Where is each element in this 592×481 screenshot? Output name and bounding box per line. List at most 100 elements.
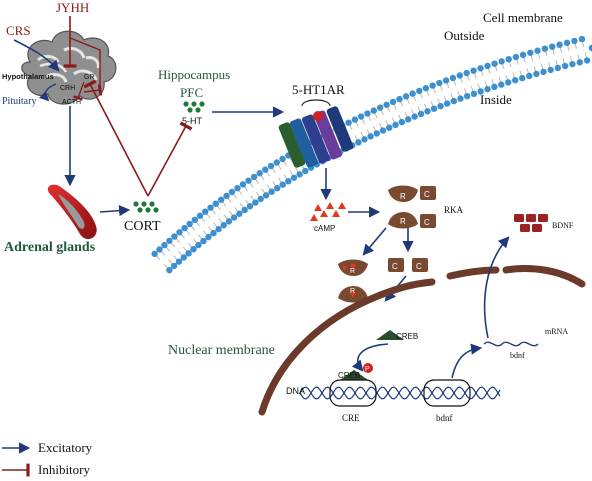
lipid-head — [519, 51, 527, 59]
adrenal-to-cort-arrow — [99, 205, 131, 217]
lipid-head — [386, 124, 393, 131]
rsub-r-top: R — [350, 268, 355, 275]
lipid-head — [409, 90, 416, 97]
camp-molecules — [310, 202, 346, 221]
pfc-label: PFC — [180, 85, 203, 100]
camp-molecule — [326, 202, 334, 209]
lipid-head — [296, 171, 303, 178]
lipid-head — [250, 173, 258, 181]
lipid-head — [195, 241, 202, 249]
lipid-head — [456, 72, 463, 79]
camp-molecule — [314, 204, 322, 211]
serotonin-molecule — [187, 107, 193, 113]
lipid-head — [364, 110, 371, 117]
lipid-head — [185, 250, 192, 257]
hypothalamus-label: Hypothalamus — [2, 72, 54, 81]
lipid-head — [549, 43, 556, 50]
lipid-head — [512, 77, 519, 84]
bdnf-mrna-label: bdnf — [510, 351, 525, 360]
creb-label: CREB — [396, 332, 418, 341]
serotonin-molecule — [191, 101, 197, 107]
pka-c-top: C — [424, 190, 430, 199]
lipid-head — [239, 181, 247, 188]
lipid-head — [571, 37, 578, 45]
receptor-label: 5-HT1AR — [292, 82, 345, 97]
lipid-head — [166, 237, 173, 244]
lipid-head — [367, 133, 374, 140]
serotonin-label: 5-HT — [182, 116, 203, 126]
mrna-label: mRNA — [545, 327, 568, 336]
cort-molecule — [153, 207, 159, 213]
crh-acth-arrow — [38, 83, 57, 102]
lipid-head — [588, 44, 592, 52]
csub-c-1: C — [392, 262, 398, 271]
lipid-head — [526, 72, 533, 80]
lipid-head — [527, 49, 534, 56]
lipid-head — [424, 108, 431, 115]
lipid-head — [257, 195, 264, 203]
lipid-head — [477, 88, 484, 95]
lipid-head — [512, 53, 520, 61]
lipid-head — [205, 233, 212, 241]
nuclear-membrane — [258, 265, 586, 416]
lipid-head — [217, 196, 225, 203]
lipid-head — [583, 57, 591, 64]
lipid-head — [498, 58, 505, 65]
lipid-head — [262, 192, 270, 199]
pka-catalytic-free — [388, 258, 428, 272]
lipid-head — [547, 66, 554, 74]
lipid-head — [389, 98, 397, 106]
lipid-head — [470, 67, 477, 74]
bdnf-gene-label: bdnf — [436, 413, 453, 423]
lipid-head — [228, 188, 236, 196]
bdnf-protein-label: BDNF — [552, 221, 574, 230]
lipid-head — [200, 237, 207, 245]
lipid-head — [268, 188, 275, 195]
pka-to-rsub-arrow — [362, 227, 387, 256]
cre-label: CRE — [342, 413, 360, 423]
lipid-head — [554, 64, 562, 72]
acth-label: ACTH — [62, 99, 81, 106]
creb-phosphorylation-arrow — [351, 343, 389, 372]
lipid-head — [578, 35, 586, 43]
jyhh-label: JYHH — [56, 0, 89, 15]
cort-molecule — [137, 207, 143, 213]
lipid-head — [505, 55, 512, 63]
lipid-head — [561, 62, 569, 70]
gr-inhibit-acth — [73, 81, 85, 101]
cort-molecule — [141, 201, 147, 207]
lipid-head — [279, 155, 286, 163]
lipid-head — [223, 192, 230, 200]
lipid-head — [373, 130, 380, 137]
lipid-head — [234, 184, 241, 192]
jyhh-inhibit-gr — [69, 37, 101, 94]
transcription-arrow — [451, 343, 483, 379]
bdnf-gene-box — [423, 379, 471, 407]
lipid-head — [417, 110, 425, 118]
cort-molecule — [149, 201, 155, 207]
cort-molecule — [133, 201, 139, 207]
lipid-head — [212, 200, 220, 207]
lipid-head — [450, 97, 458, 105]
lipid-head — [491, 83, 498, 91]
lipid-head — [220, 222, 227, 229]
lipid-head — [576, 59, 583, 66]
lipid-head — [171, 233, 178, 240]
inside-label: Inside — [480, 92, 512, 107]
lipid-head — [357, 113, 365, 120]
lipid-head — [246, 203, 254, 210]
gr-label: GR — [84, 74, 95, 81]
lipid-head — [457, 95, 464, 102]
rsub-r-bottom: R — [350, 288, 355, 295]
lipid-head — [207, 204, 214, 211]
lipid-head — [392, 121, 399, 129]
lipid-head — [190, 245, 197, 253]
camp-molecule — [338, 202, 346, 209]
lipid-head — [252, 199, 259, 206]
lipid-head — [470, 90, 478, 98]
lipid-head — [443, 100, 451, 107]
serotonin-molecule — [199, 101, 205, 107]
lipid-head — [151, 250, 158, 258]
lipid-head — [279, 181, 286, 188]
